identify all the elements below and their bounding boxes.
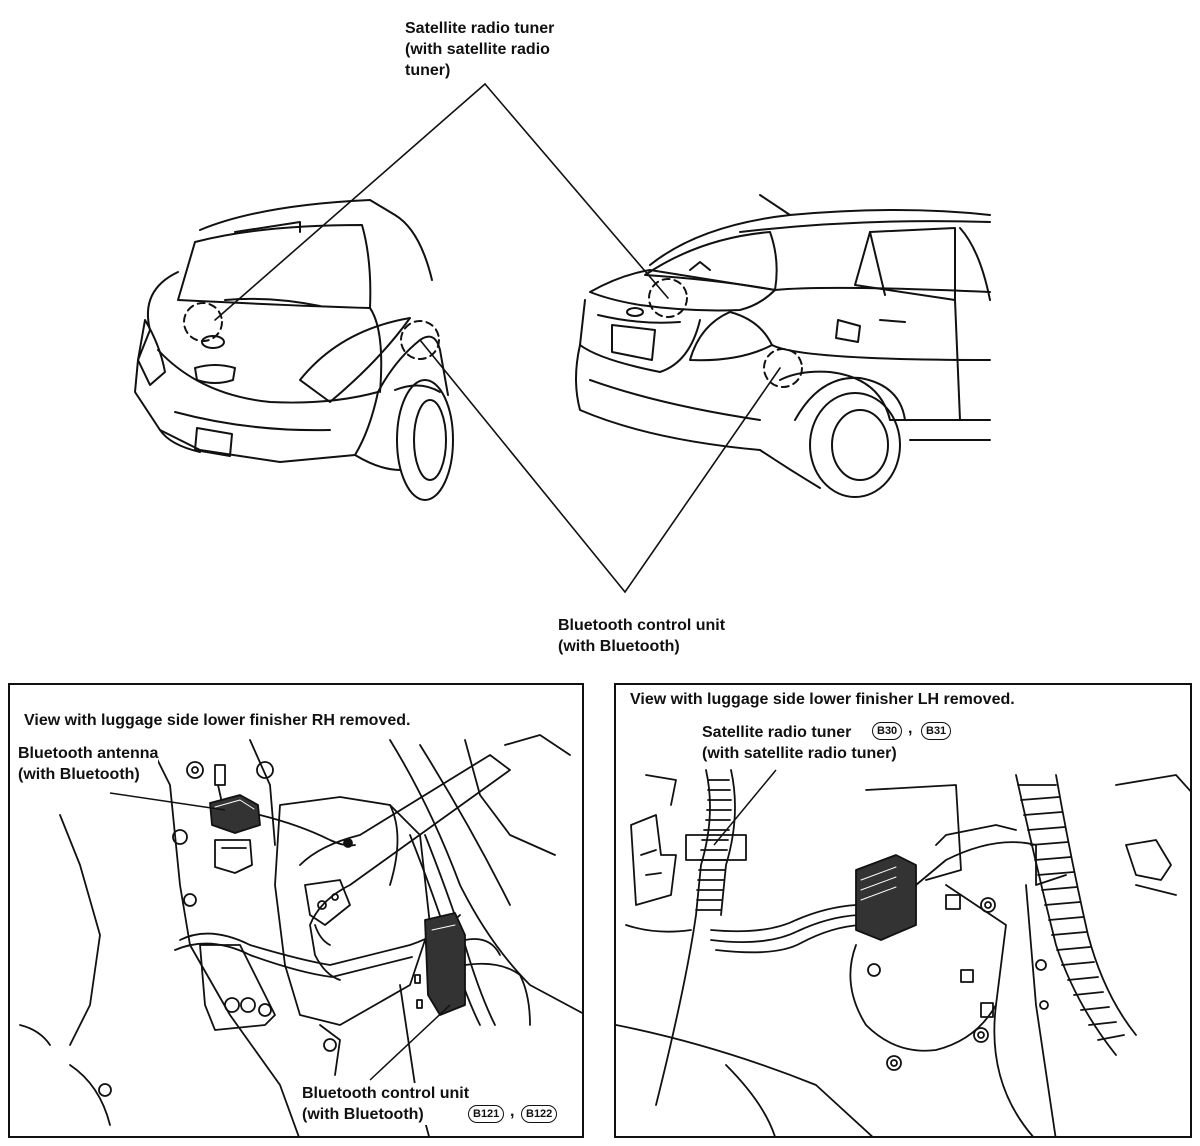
satellite-radio-tuner-callout: Satellite radio tuner (with satellite ra… xyxy=(405,20,555,79)
rh-panel-title: View with luggage side lower finisher RH… xyxy=(24,712,411,729)
callout-leader-lines xyxy=(214,83,781,593)
bluetooth-antenna-module xyxy=(209,794,261,834)
location-circles xyxy=(183,278,803,388)
connector-badge-b31: B31 xyxy=(921,722,952,740)
connector-separator: , xyxy=(908,720,913,737)
vehicle-location-illustration xyxy=(134,83,991,593)
hatchback-car-drawing xyxy=(134,199,454,501)
bluetooth-control-unit-label: Bluetooth control unit (with Bluetooth) xyxy=(302,1083,470,1125)
satellite-radio-tuner-label-line1: Satellite radio tuner xyxy=(702,722,852,743)
control-unit-leader-line xyxy=(369,1004,451,1081)
antenna-leader-line xyxy=(109,792,226,811)
rh-panel-drawing xyxy=(19,734,582,1136)
connector-badge-b121: B121 xyxy=(468,1105,505,1123)
lh-panel-title: View with luggage side lower finisher LH… xyxy=(630,691,1015,708)
tuner-leader-line xyxy=(713,769,777,846)
satellite-radio-tuner-module xyxy=(855,854,917,941)
satellite-radio-tuner-label-line2: (with satellite radio tuner) xyxy=(702,743,897,764)
connector-badge-b30: B30 xyxy=(872,722,903,740)
connector-separator: , xyxy=(510,1103,515,1120)
sedan-car-drawing xyxy=(575,194,991,498)
connector-badge-b122: B122 xyxy=(521,1105,558,1123)
bluetooth-control-unit-callout: Bluetooth control unit (with Bluetooth) xyxy=(558,617,726,655)
lh-finisher-removed-panel: View with luggage side lower finisher LH… xyxy=(614,683,1192,1138)
bluetooth-control-unit-module xyxy=(424,912,466,1016)
lh-panel-drawing xyxy=(616,769,1190,1136)
bluetooth-antenna-label: Bluetooth antenna (with Bluetooth) xyxy=(18,743,159,785)
rh-finisher-removed-panel: View with luggage side lower finisher RH… xyxy=(8,683,584,1138)
